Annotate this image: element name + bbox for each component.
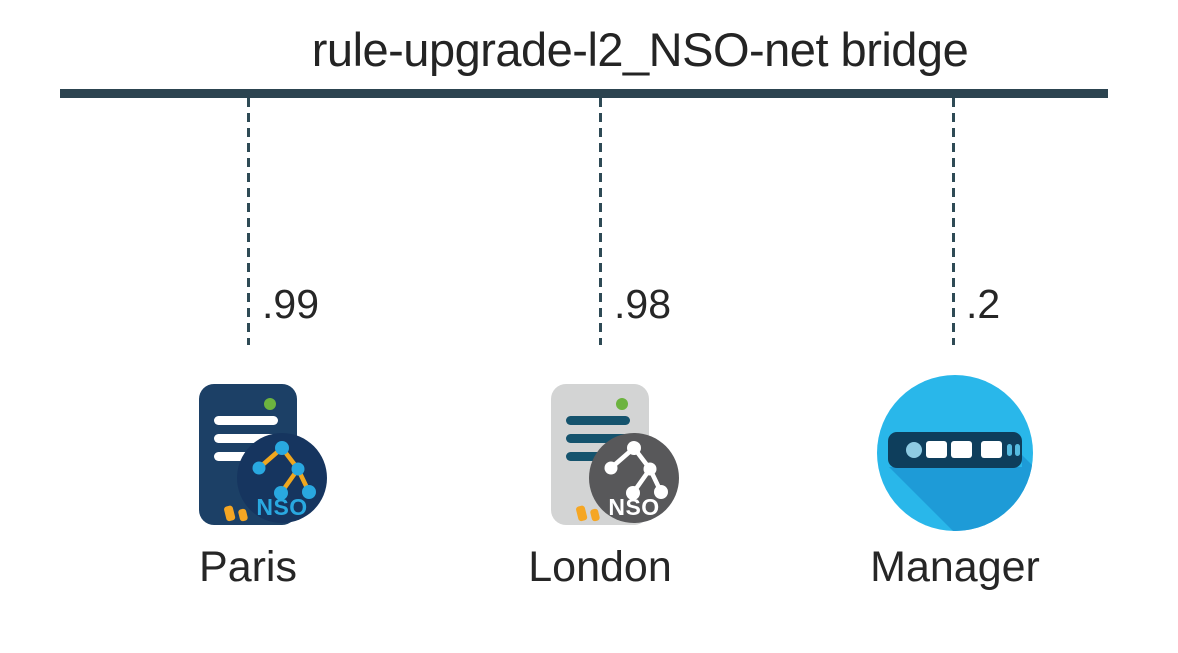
nso-badge-label: NSO: [256, 494, 307, 520]
connector-london: [599, 98, 602, 345]
nso-tree-nodes: [252, 441, 316, 500]
nso-tree-nodes: [604, 441, 668, 500]
bridge-title: rule-upgrade-l2_NSO-net bridge: [311, 23, 969, 76]
address-label-paris: .99: [262, 281, 319, 327]
address-label-manager: .2: [966, 281, 1001, 327]
connector-paris: [247, 98, 250, 345]
manager-device-icon: [877, 375, 1033, 531]
icon-diagonal-shadow: [889, 455, 1033, 531]
node-label-london: London: [528, 543, 672, 591]
bridge-bus-line: [60, 89, 1108, 98]
nso-server-dark-icon: NSO: [199, 384, 327, 525]
nso-badge-label: NSO: [608, 494, 659, 520]
node-label-paris: Paris: [199, 543, 297, 591]
connector-manager: [952, 98, 955, 345]
address-label-london: .98: [614, 281, 671, 327]
node-label-manager: Manager: [870, 543, 1040, 591]
nso-server-light-icon: NSO: [551, 384, 679, 525]
